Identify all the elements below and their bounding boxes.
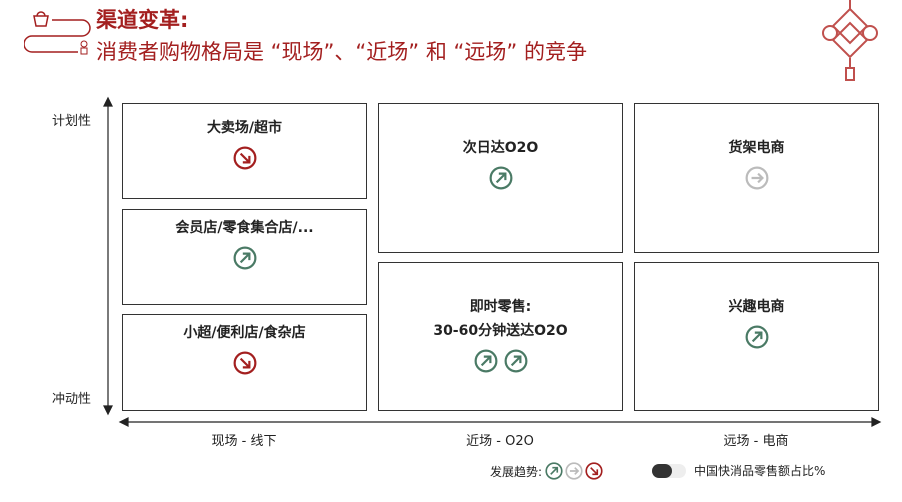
cell-convenience-store: 小超/便利店/食杂店 bbox=[122, 314, 367, 411]
share-legend-label: 中国快消品零售额占比% bbox=[694, 464, 826, 478]
trend-up-icon bbox=[233, 246, 256, 270]
trend-legend-label: 发展趋势: bbox=[490, 464, 543, 479]
y-axis-top-label: 计划性 bbox=[52, 114, 92, 129]
cell-label: 大卖场/超市 bbox=[206, 120, 283, 136]
cell-next-day-o2o: 次日达O2O bbox=[378, 103, 623, 253]
trend-up-icon bbox=[545, 462, 563, 480]
trend-legend: 发展趋势: bbox=[490, 462, 603, 480]
cell-label: 会员店/零食集合店/... bbox=[175, 220, 314, 236]
cell-instant-retail: 即时零售: 30-60分钟送达O2O bbox=[378, 262, 623, 411]
cell-hypermarket: 大卖场/超市 bbox=[122, 103, 367, 199]
trend-down-icon bbox=[585, 462, 603, 480]
share-toggle-icon bbox=[652, 463, 686, 478]
trend-down-icon bbox=[233, 351, 256, 375]
cell-label: 次日达O2O bbox=[462, 140, 539, 156]
chinese-knot-icon bbox=[822, 0, 878, 81]
trend-up-icon bbox=[745, 325, 768, 349]
trend-flat-icon bbox=[565, 462, 583, 480]
x-axis-label: 近场 - O2O bbox=[466, 434, 534, 449]
page-subtitle: 消费者购物格局是 “现场”、“近场” 和 “远场” 的竞争 bbox=[96, 40, 587, 64]
cell-label: 30-60分钟送达O2O bbox=[433, 323, 568, 339]
cell-label: 兴趣电商 bbox=[728, 299, 785, 315]
trend-flat-icon bbox=[745, 166, 768, 190]
cell-interest-ecommerce: 兴趣电商 bbox=[634, 262, 879, 411]
x-axis-label: 远场 - 电商 bbox=[723, 434, 789, 449]
cell-label: 小超/便利店/食杂店 bbox=[183, 325, 306, 341]
page-title: 渠道变革: bbox=[96, 8, 189, 32]
trend-down-icon bbox=[233, 146, 256, 170]
cell-label: 货架电商 bbox=[728, 140, 785, 156]
cell-membership-store: 会员店/零食集合店/... bbox=[122, 209, 367, 305]
x-axis-label: 现场 - 线下 bbox=[211, 434, 277, 449]
basket-person-icon bbox=[24, 11, 91, 55]
cell-label: 即时零售: bbox=[469, 299, 532, 315]
y-axis-bottom-label: 冲动性 bbox=[52, 392, 92, 407]
cell-shelf-ecommerce: 货架电商 bbox=[634, 103, 879, 253]
trend-up-icon bbox=[489, 166, 512, 190]
share-legend: 中国快消品零售额占比% bbox=[652, 462, 825, 479]
trend-up-icon bbox=[504, 349, 527, 373]
trend-up-icon bbox=[474, 349, 497, 373]
